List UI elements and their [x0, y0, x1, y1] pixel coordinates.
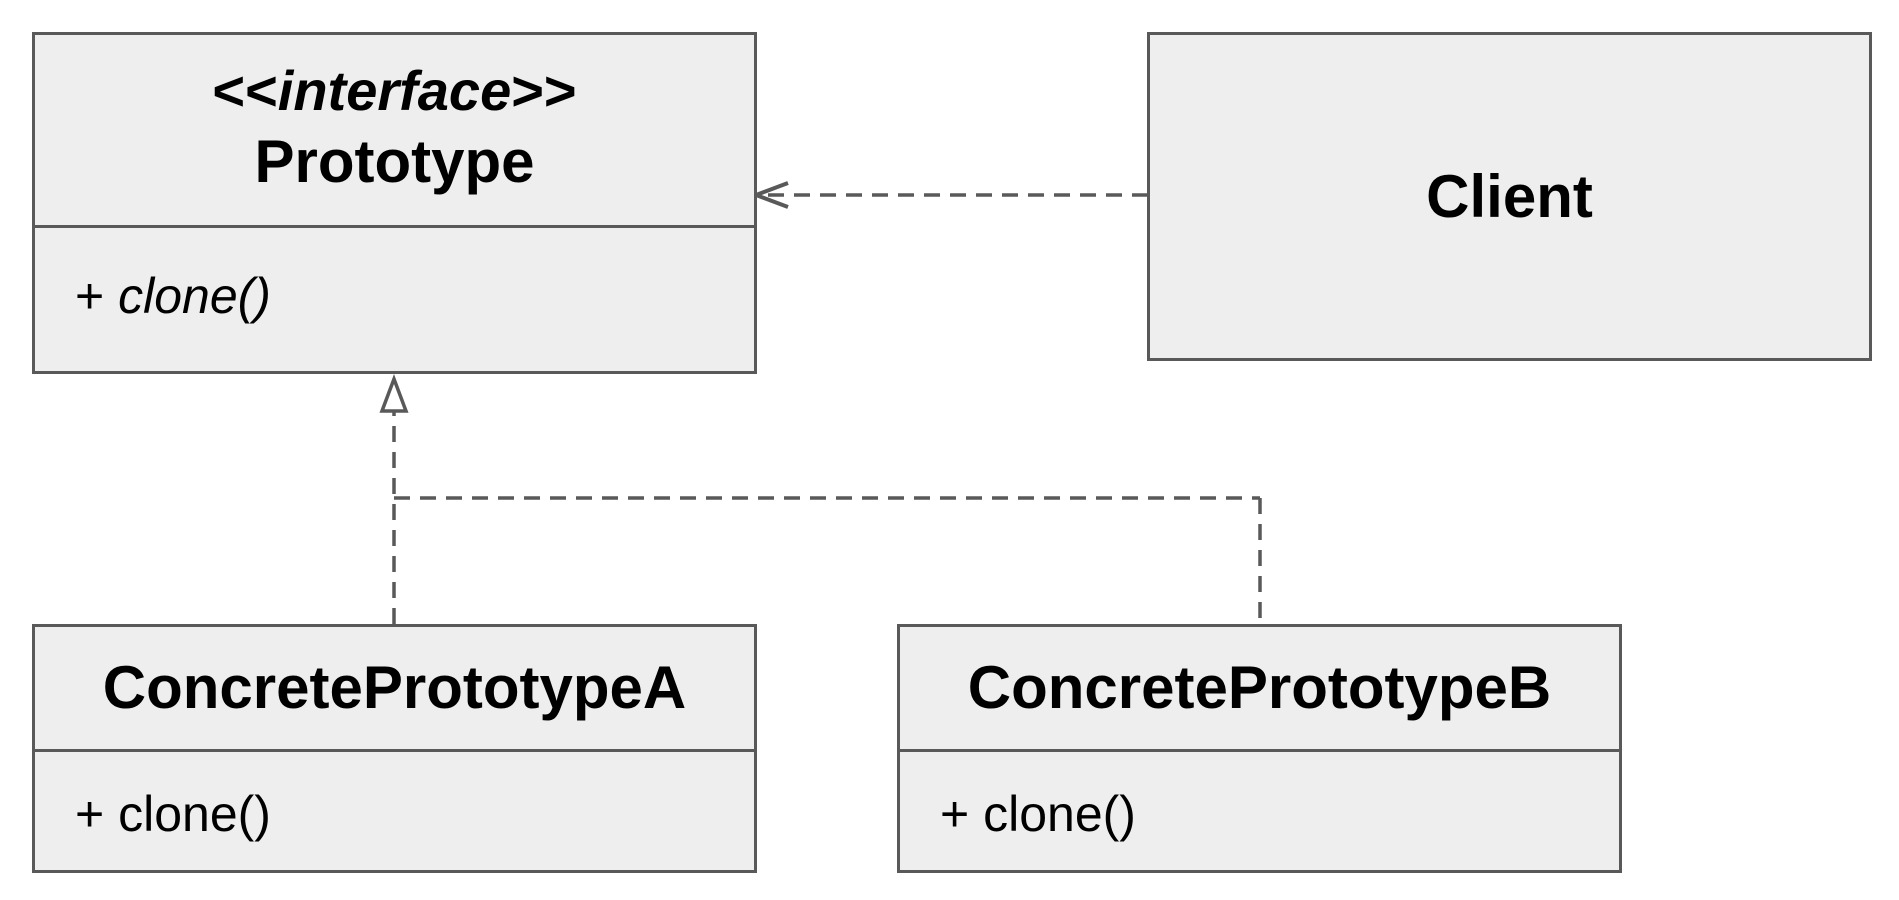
concrete-a-clone-operation: + clone()	[75, 786, 271, 842]
prototype-header-compartment: <<interface>> Prototype	[35, 35, 754, 225]
concrete-a-class-name: ConcretePrototypeA	[102, 654, 687, 721]
prototype-clone-operation: + clone()	[35, 266, 754, 326]
dependency-arrow-head-icon	[750, 181, 789, 209]
concrete-b-clone-operation: + clone()	[940, 786, 1136, 842]
stereotype-open: <<	[212, 59, 278, 122]
concrete-a-header-compartment: ConcretePrototypeA	[35, 627, 754, 749]
concrete-prototype-b-class[interactable]: ConcretePrototypeB + clone()	[897, 624, 1622, 873]
realization-triangle-icon	[379, 374, 409, 413]
operation-name: clone()	[118, 268, 271, 324]
prototype-interface-class[interactable]: <<interface>> Prototype + clone()	[32, 32, 757, 374]
concrete-b-header-compartment: ConcretePrototypeB	[900, 627, 1619, 749]
stereotype-close: >>	[511, 59, 577, 122]
prototype-class-name: Prototype	[254, 128, 535, 195]
concrete-b-class-name: ConcretePrototypeB	[967, 654, 1552, 721]
prototype-operations-compartment: + clone()	[35, 225, 754, 371]
concrete-a-operations-compartment: + clone()	[35, 749, 754, 870]
operation-visibility: +	[75, 268, 119, 324]
prototype-stereotype: <<interface>>	[35, 59, 754, 123]
client-class-name: Client	[1426, 162, 1593, 230]
client-header-compartment: Client	[1150, 35, 1869, 358]
concrete-b-operations-compartment: + clone()	[900, 749, 1619, 870]
concrete-prototype-a-class[interactable]: ConcretePrototypeA + clone()	[32, 624, 757, 873]
client-class[interactable]: Client	[1147, 32, 1872, 361]
stereotype-word: interface	[277, 59, 512, 122]
